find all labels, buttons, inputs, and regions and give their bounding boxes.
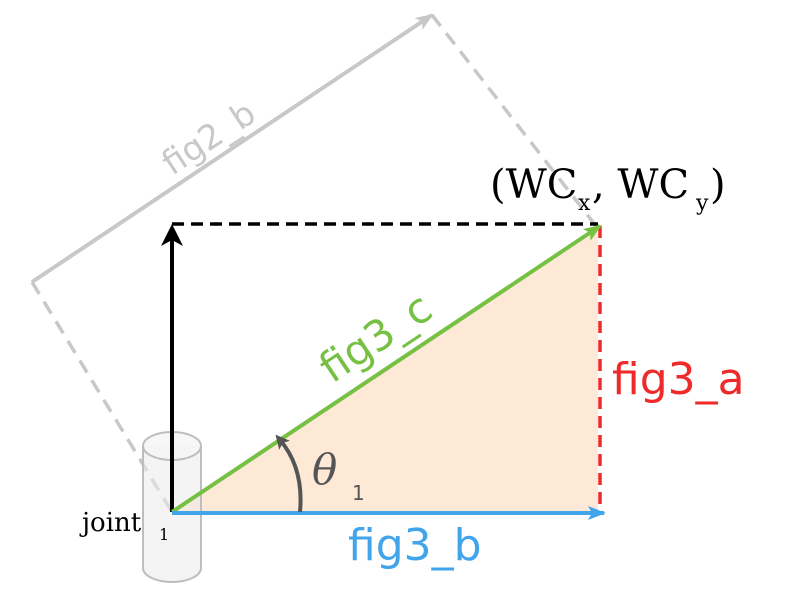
wc-coordinate-label: (WC x , WC y ) xyxy=(490,162,726,216)
fig2-b-solid-edge xyxy=(30,13,434,284)
joint-subscript: 1 xyxy=(159,525,169,544)
fig3-b-label: fig3_b xyxy=(348,520,482,571)
theta-subscript: 1 xyxy=(352,481,365,505)
joint-label: joint xyxy=(79,508,142,538)
wc-y-subscript: y xyxy=(695,191,709,216)
fig3-a-label: fig3_a xyxy=(612,354,745,405)
vertical-axis-arrowhead xyxy=(161,224,183,246)
theta-arc-arrow xyxy=(275,434,303,513)
fig2-b-frame xyxy=(30,13,598,513)
wc-close-text: ) xyxy=(710,162,726,208)
fig3-c-line xyxy=(170,224,602,514)
wc-open-text: (WC xyxy=(490,162,577,208)
wc-x-subscript: x xyxy=(578,191,591,216)
theta-label: θ xyxy=(312,445,337,494)
wc-mid-text: , WC xyxy=(592,162,689,208)
